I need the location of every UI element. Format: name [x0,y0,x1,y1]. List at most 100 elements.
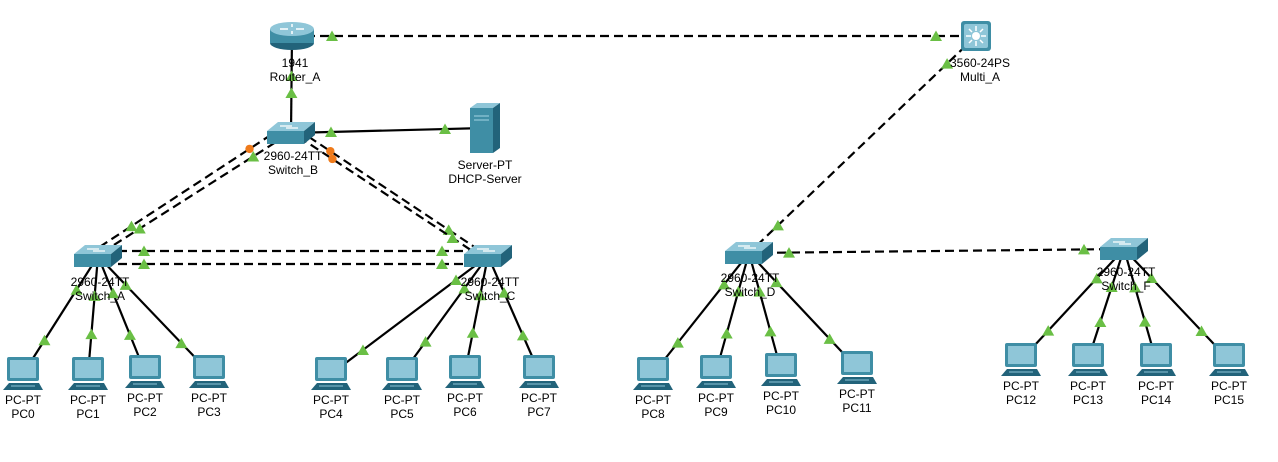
link-switch_b-switch_a[interactable] [97,126,284,249]
device-model-label: PC-PT [1070,379,1106,393]
link-status-light [671,337,684,348]
device-name-label: DHCP-Server [448,172,522,186]
link-status-light [1129,281,1142,293]
link-status-light [446,232,459,244]
pc-icon[interactable] [125,354,165,395]
pc-icon[interactable] [761,352,801,393]
device-model-label: PC-PT [839,387,875,401]
pc-icon[interactable] [382,356,422,397]
link-router_a-switch_b[interactable] [289,35,294,134]
device-model-label: 2960-24TT [720,271,780,285]
link-status-light [823,333,836,344]
switch-icon[interactable] [73,244,123,273]
pc-icon[interactable] [311,356,351,397]
link-switch_a-pc1[interactable] [86,255,100,375]
link-switch_c-pc4[interactable] [330,255,489,375]
link-switch_d-pc9[interactable] [714,252,751,373]
pc-icon[interactable] [1209,342,1249,383]
device-model-label: 2960-24TT [70,275,130,289]
link-switch_f-pc13[interactable] [1086,248,1126,361]
link-status-light [770,276,783,288]
link-status-light [753,286,766,297]
device-name-label: Router_A [269,70,321,84]
device-model-label: PC-PT [763,389,799,403]
pc-icon[interactable] [519,354,559,395]
device-model-label: PC-PT [1211,379,1247,393]
link-status-light [328,154,337,164]
link-status-light [138,258,150,269]
device-model-label: PC-PT [191,391,227,405]
device-name-label: Multi_A [959,70,1001,84]
device-name-label: PC4 [319,407,343,421]
link-switch_d-switch_f[interactable] [748,247,1125,255]
link-switch_c-pc6[interactable] [463,255,490,373]
switch-icon[interactable] [1099,237,1149,266]
switch-icon[interactable] [724,241,774,270]
link-status-light [458,282,471,294]
device-name-label: PC14 [1140,393,1172,407]
link-status-light [1195,325,1208,336]
link-status-light [133,223,146,234]
link-status-light [782,247,795,258]
multilayer-switch-icon[interactable] [960,20,992,57]
pc-icon[interactable] [837,350,877,391]
device-model-label: PC-PT [635,393,671,407]
device-model-label: PC-PT [313,393,349,407]
link-switch_c-pc7[interactable] [486,255,541,373]
link-status-light [38,334,51,346]
pc-icon[interactable] [445,354,485,395]
device-model-label: PC-PT [698,391,734,405]
device-model-label: 3560-24PS [949,56,1011,70]
switch-icon[interactable] [463,244,513,273]
link-switch_d-pc10[interactable] [747,252,783,371]
device-name-label: PC7 [527,405,551,419]
router-icon[interactable] [269,21,315,56]
link-switch_a-pc3[interactable] [97,255,210,373]
pc-icon[interactable] [1068,342,1108,383]
pc-icon[interactable] [68,356,108,397]
link-status-light [125,220,138,232]
link-status-light [247,150,260,162]
pc-icon[interactable] [3,356,43,397]
pc-icon[interactable] [633,356,673,397]
link-status-light [732,286,745,297]
link-switch_a-pc2[interactable] [96,255,147,373]
link-status-light [930,30,942,41]
device-name-label: PC11 [842,401,872,415]
link-status-light [1105,281,1118,293]
device-model-label: PC-PT [70,393,106,407]
device-name-label: Switch_F [1101,279,1151,293]
device-name-label: Switch_C [464,289,516,303]
link-status-light [516,329,529,341]
pc-icon[interactable] [696,354,736,395]
link-switch_c-pc5[interactable] [401,255,489,375]
device-name-label: PC15 [1213,393,1245,407]
link-switch_b-switch_c[interactable] [298,136,487,261]
link-switch_b-switch_a[interactable] [105,134,288,251]
link-status-light [771,219,784,231]
device-name-label: PC8 [641,407,665,421]
link-status-light [119,279,132,290]
link-switch_f-pc12[interactable] [1020,248,1125,361]
link-switch_d-pc8[interactable] [652,252,750,375]
pc-icon[interactable] [1001,342,1041,383]
link-status-light [245,144,254,154]
link-switch_f-pc15[interactable] [1123,248,1230,361]
device-name-label: PC12 [1005,393,1037,407]
pc-icon[interactable] [189,354,229,395]
switch-icon[interactable] [266,121,316,150]
link-switch_d-pc11[interactable] [748,252,858,369]
link-switch_a-pc0[interactable] [22,255,99,375]
device-name-label: PC10 [765,403,797,417]
link-switch_b-dhcp[interactable] [290,126,486,135]
device-model-label: 2960-24TT [263,149,323,163]
link-switch_b-switch_c[interactable] [296,128,483,253]
link-status-light [326,30,338,41]
link-status-light [474,289,487,301]
server-icon[interactable] [469,102,501,159]
pc-icon[interactable] [1136,342,1176,383]
link-multi_a-switch_d[interactable] [748,35,977,254]
device-model-label: PC-PT [5,393,41,407]
link-switch_f-pc14[interactable] [1122,248,1158,361]
link-status-light [764,325,777,337]
